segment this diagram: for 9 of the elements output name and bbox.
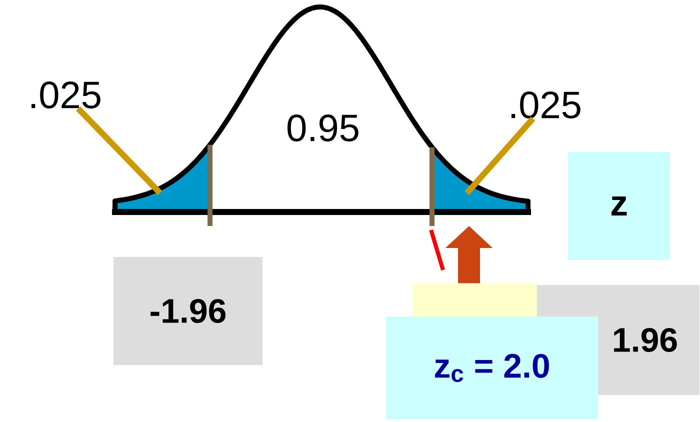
leader-line (76, 106, 162, 196)
box (413, 284, 537, 316)
value-box: -1.96 (114, 257, 262, 365)
axis-label-box: z (568, 152, 670, 260)
probability-label: 0.95 (288, 114, 358, 142)
value-label: .025 (512, 92, 580, 118)
leader-line (464, 116, 536, 195)
value-box: z$_{c}$ = 2.0 (386, 316, 598, 420)
value-label: .025 (32, 82, 100, 108)
